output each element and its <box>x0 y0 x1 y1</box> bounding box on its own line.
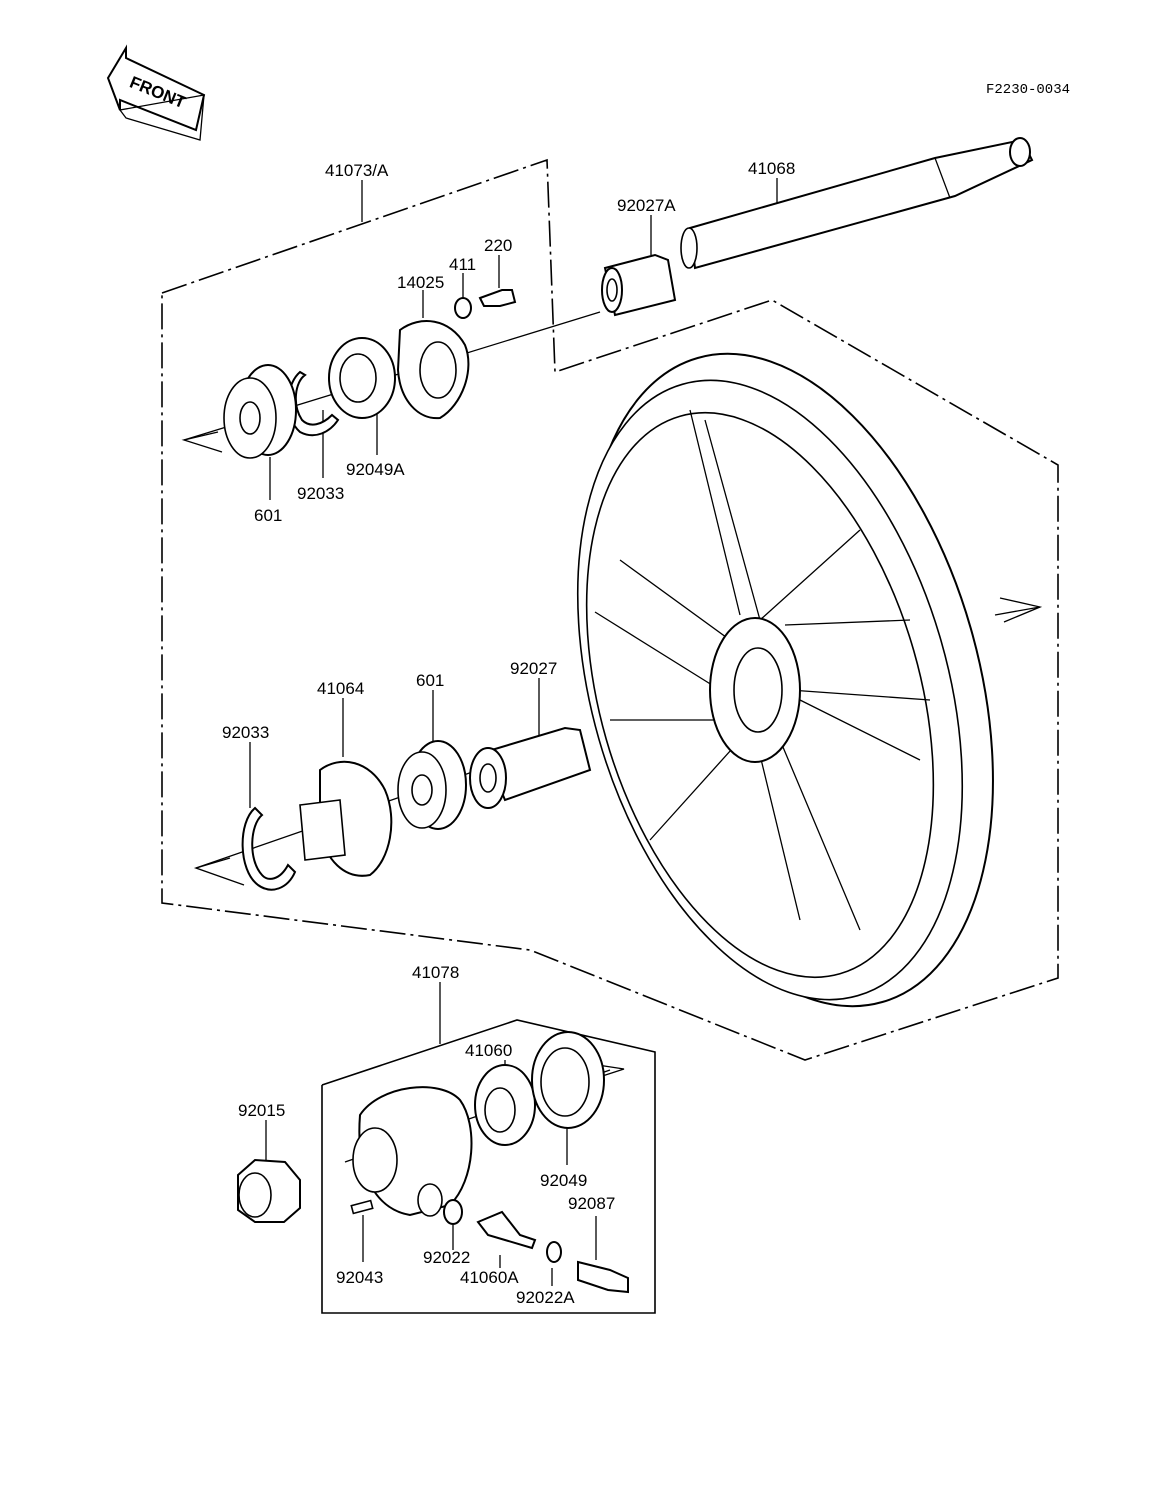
gear-41060a <box>476 1210 537 1250</box>
collar-92027 <box>469 726 592 809</box>
pin-92043 <box>350 1199 374 1215</box>
hub-41078 <box>352 1086 473 1217</box>
label-92049a: 92049A <box>346 460 405 479</box>
coupling-41064 <box>299 760 393 877</box>
circlip-92033-mid <box>241 806 297 891</box>
bearing-601-top <box>223 364 297 459</box>
nut-92015 <box>237 1158 301 1223</box>
label-601-mid: 601 <box>416 671 444 690</box>
label-92033-top: 92033 <box>297 484 344 503</box>
washer-411 <box>454 297 472 319</box>
seal-92049 <box>531 1031 605 1129</box>
label-411: 411 <box>449 255 476 274</box>
label-41060: 41060 <box>465 1041 512 1060</box>
label-92027: 92027 <box>510 659 557 678</box>
cast-wheel <box>576 352 994 1008</box>
label-41064: 41064 <box>317 679 364 698</box>
label-41073: 41073/A <box>325 161 389 180</box>
label-92049: 92049 <box>540 1171 587 1190</box>
label-92027a: 92027A <box>617 196 676 215</box>
axle-41068 <box>680 137 1034 270</box>
washer-92022a <box>546 1241 562 1263</box>
fitting-92087 <box>577 1260 629 1294</box>
gear-41060 <box>474 1064 536 1146</box>
label-92015: 92015 <box>238 1101 285 1120</box>
bearing-601-mid <box>397 740 467 830</box>
wheel-assembly-boundary <box>161 158 1059 1061</box>
label-92022: 92022 <box>423 1248 470 1267</box>
front-arrow-badge: FRONT <box>106 44 206 141</box>
label-41068: 41068 <box>748 159 795 178</box>
bolt-220 <box>478 289 517 307</box>
label-601-top: 601 <box>254 506 282 525</box>
label-92022a: 92022A <box>516 1288 575 1307</box>
plate-14025 <box>396 320 470 420</box>
collar-92027a <box>601 253 677 317</box>
sprocket-hub-boundary <box>321 1019 656 1314</box>
drawing-code: F2230-0034 <box>986 82 1070 98</box>
label-92043: 92043 <box>336 1268 383 1287</box>
part-labels: 41073/A 41068 92027A 220 411 14025 92049… <box>222 159 795 1307</box>
label-41060a: 41060A <box>460 1268 519 1287</box>
seal-92049a <box>328 337 396 419</box>
washer-92022 <box>443 1199 463 1225</box>
label-14025: 14025 <box>397 273 444 292</box>
label-92033-mid: 92033 <box>222 723 269 742</box>
label-92087: 92087 <box>568 1194 615 1213</box>
label-220: 220 <box>484 236 512 255</box>
label-41078: 41078 <box>412 963 459 982</box>
